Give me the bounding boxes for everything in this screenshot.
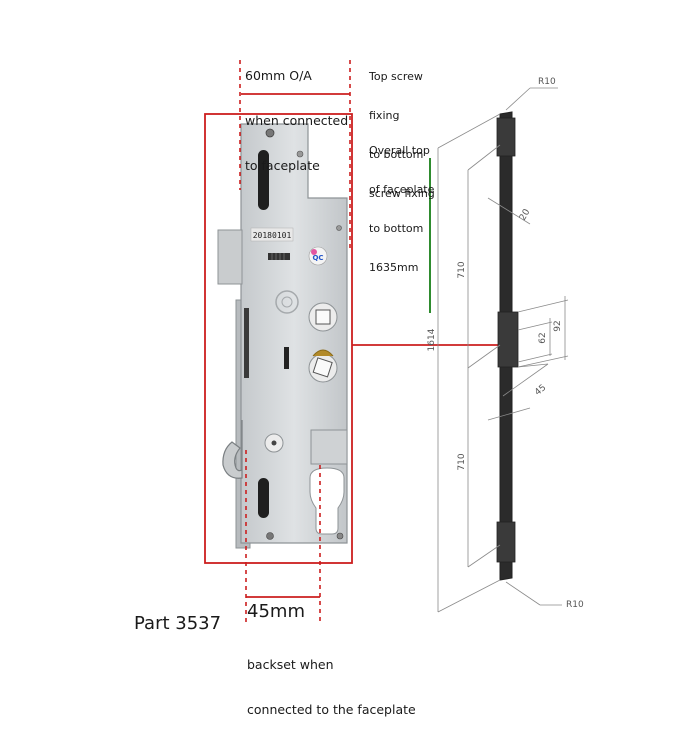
overall-width-line3: to faceplate	[245, 158, 320, 173]
dim-92-ext-top	[517, 299, 569, 313]
dim-62-label: 62	[538, 332, 548, 343]
dim-45-line-b	[487, 407, 531, 421]
dim-lower-ext-bottom	[467, 544, 501, 568]
bottom-screw-left	[266, 532, 274, 540]
side-screw	[296, 150, 304, 158]
technical-drawing	[437, 87, 569, 613]
dim-92-ext-bottom	[517, 355, 569, 368]
screw-fixing-line4: screw fixing	[369, 187, 435, 200]
centre-case-housing	[497, 311, 519, 368]
screw-fixing-label: Top screw fixing to bottom screw fixing	[369, 44, 435, 213]
latch-block	[217, 229, 243, 285]
dim-62-ext-top	[517, 321, 553, 331]
date-stamp: 20180101	[253, 231, 292, 240]
lock-case: 20180101 QC	[217, 123, 348, 549]
top-hook-housing	[496, 117, 516, 157]
radius-top-label: R10	[538, 77, 556, 87]
dim-upper-ext-top	[467, 144, 501, 171]
qc-badge-dot	[311, 249, 317, 255]
hook-bolt	[222, 420, 243, 479]
lower-slot	[258, 478, 269, 518]
dim-45-line-a	[502, 363, 549, 397]
backset-value: 45mm	[247, 601, 305, 622]
overall-width-line2: when connected	[245, 113, 349, 128]
overall-width-label: 60mm O/A when connected to faceplate	[245, 38, 348, 188]
overall-length-line3: to bottom	[369, 222, 424, 235]
screw-fixing-line1: Top screw	[369, 70, 423, 83]
euro-cylinder-cutout	[309, 467, 345, 535]
dim-width-line	[487, 197, 531, 225]
backset-line1: backset when	[247, 657, 334, 672]
vent-slot	[268, 253, 290, 260]
radius-bottom-leader	[505, 581, 541, 606]
dim-upper-label: 710	[457, 261, 467, 278]
part-number: Part 3537	[134, 613, 222, 634]
dim-upper-ext-bottom	[467, 344, 501, 369]
top-screw	[265, 128, 275, 138]
bolt-bar	[244, 308, 249, 378]
qc-badge-text: QC	[312, 254, 323, 262]
radius-bottom-label: R10	[566, 600, 584, 610]
overall-length-line2: of faceplate	[369, 183, 435, 196]
right-screw	[336, 225, 342, 231]
dim-92-label: 92	[553, 320, 563, 331]
backset-line2: connected to the faceplate	[247, 702, 416, 717]
spindle-bush	[312, 349, 334, 357]
dim-45-label: 45	[533, 383, 548, 398]
embossed-logo	[275, 290, 299, 314]
radius-top-leader	[505, 87, 531, 111]
date-stamp-label	[250, 227, 294, 242]
backset-label: backset when connected to the faceplate	[247, 627, 416, 732]
dim-overall-ext-bottom	[437, 579, 501, 613]
screw-fixing-line3: to bottom	[369, 148, 424, 161]
deadbolt-block	[310, 429, 348, 465]
overall-length-line4: 1635mm	[369, 261, 419, 274]
dim-width-label: 20	[518, 207, 533, 222]
overall-length-line1: Overall top	[369, 144, 430, 157]
bottom-hook-housing	[496, 521, 516, 563]
dim-45-ext	[517, 363, 549, 368]
red-annotations	[204, 60, 503, 625]
screw-fixing-line2: fixing	[369, 109, 400, 122]
dim-overall-label: 1614	[427, 328, 437, 351]
overall-width-line1: 60mm O/A	[245, 68, 312, 83]
dim-62-ext-bottom	[517, 353, 553, 363]
lock-outline-box	[204, 113, 353, 564]
overall-length-label: Overall top of faceplate to bottom 1635m…	[369, 118, 434, 287]
mid-slot	[284, 347, 289, 369]
top-slot	[258, 150, 269, 210]
lock-diagram: 20180101 QC	[204, 60, 584, 625]
dim-lower-label: 710	[457, 453, 467, 470]
bottom-screw-right	[336, 532, 344, 540]
dim-overall-ext-top	[437, 113, 501, 149]
